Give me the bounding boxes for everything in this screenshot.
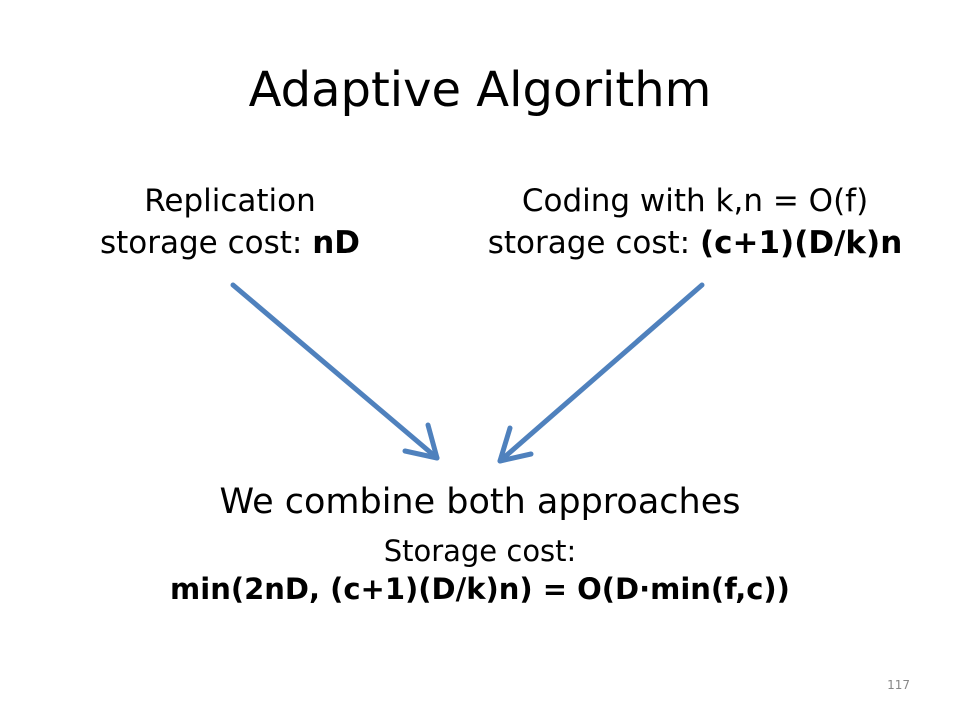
coding-cost-label: storage cost: <box>487 225 700 261</box>
slide-title: Adaptive Algorithm <box>248 62 712 118</box>
coding-cost-value: (c+1)(D/k)n <box>699 225 903 261</box>
combined-headline: We combine both approaches <box>219 482 741 522</box>
replication-cost: storage cost: nD <box>55 222 405 264</box>
coding-label: Coding with k,n = O(f) <box>521 183 869 219</box>
coding-cost: storage cost: (c+1)(D/k)n <box>460 222 930 264</box>
combined-block: We combine both approaches Storage cost:… <box>60 478 900 608</box>
left-arrow <box>230 282 440 461</box>
replication-cost-label: storage cost: <box>99 225 313 261</box>
right-arrow <box>497 282 705 464</box>
combined-formula: min(2nD, (c+1)(D/k)n) = O(D·min(f,c)) <box>170 572 790 606</box>
replication-cost-value: nD <box>312 225 361 261</box>
replication-block: Replication storage cost: nD <box>55 180 405 264</box>
combined-cost-label: Storage cost: <box>383 534 577 568</box>
coding-block: Coding with k,n = O(f) storage cost: (c+… <box>460 180 930 264</box>
slide-number: 117 <box>887 678 910 692</box>
replication-label: Replication <box>144 183 316 219</box>
